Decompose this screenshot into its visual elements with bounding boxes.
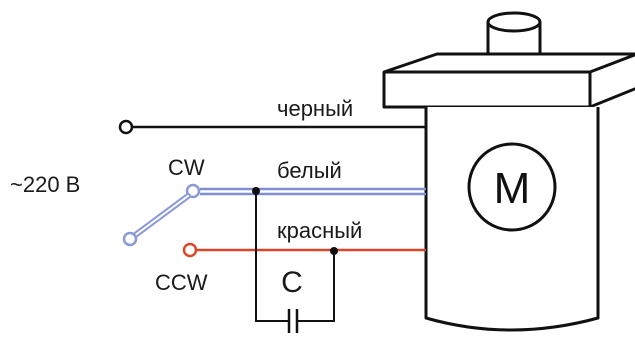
supply-label: ~220 В: [10, 172, 80, 197]
red-wire: [182, 242, 426, 258]
capacitor-branch: [255, 191, 335, 322]
wire-white-label: белый: [277, 158, 342, 183]
capacitor-symbol: [287, 309, 299, 333]
junction-white: [252, 187, 260, 195]
black-wire: [118, 119, 426, 135]
motor-symbol-label: M: [494, 164, 531, 213]
white-wire: [185, 183, 426, 199]
switch-pivot: [122, 231, 138, 247]
junction-red: [330, 247, 338, 255]
wire-red-label: красный: [277, 218, 362, 243]
switch-ccw-label: CCW: [155, 270, 208, 295]
motor-flange: [382, 52, 635, 109]
switch-cw-label: CW: [168, 155, 205, 180]
capacitor-label: C: [281, 266, 303, 299]
terminal-top: [118, 119, 134, 135]
terminal-ccw: [182, 242, 198, 258]
motor-symbol-circle: [467, 142, 557, 232]
wire-black-label: черный: [277, 96, 353, 121]
motor-flange-edge2: [589, 53, 635, 74]
motor-shaft-top: [486, 11, 542, 33]
switch-lever: [122, 193, 191, 247]
